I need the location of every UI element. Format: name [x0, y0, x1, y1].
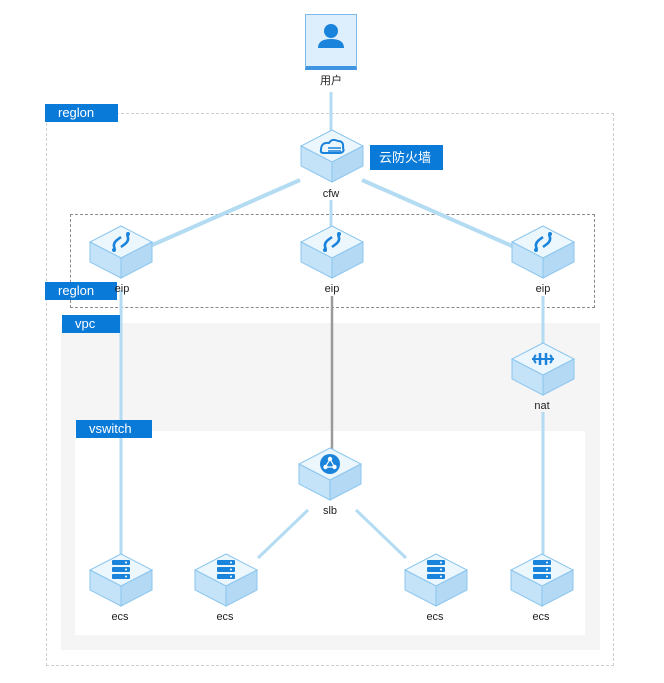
link-slb-ecs-left [256, 508, 310, 560]
region-tag-eip: reglon [45, 282, 117, 300]
vpc-tag: vpc [62, 315, 120, 333]
ecs-node-1[interactable] [88, 552, 154, 608]
eip-left-label: eip [114, 283, 130, 295]
nat-gateway-icon [532, 353, 554, 365]
cloud-firewall-icon [319, 138, 345, 154]
nat-label: nat [534, 400, 550, 412]
elastic-ip-icon [534, 232, 552, 252]
user-label: 用户 [320, 75, 342, 87]
eip-node-left[interactable] [88, 224, 154, 280]
server-icon [112, 560, 130, 579]
ecs-3-label: ecs [426, 611, 444, 623]
eip-right-label: eip [535, 283, 551, 295]
eip-mid-label: eip [324, 283, 340, 295]
link-cfw-eip-left [149, 178, 301, 248]
cfw-label: cfw [322, 188, 340, 200]
cfw-node[interactable] [299, 128, 365, 184]
nat-node[interactable] [510, 341, 576, 397]
server-icon [533, 560, 551, 579]
eip-node-right[interactable] [510, 224, 576, 280]
elastic-ip-icon [323, 232, 341, 252]
ecs-2-label: ecs [216, 611, 234, 623]
ecs-node-4[interactable] [509, 552, 575, 608]
region-tag: reglon [45, 104, 118, 122]
elastic-ip-icon [112, 232, 130, 252]
cloud-firewall-tag: 云防火墙 [370, 145, 443, 170]
slb-node[interactable] [297, 446, 363, 502]
slb-label: slb [322, 505, 338, 517]
link-cfw-eip-right [361, 178, 513, 248]
ecs-1-label: ecs [111, 611, 129, 623]
vswitch-tag: vswitch [76, 420, 152, 438]
user-icon [318, 24, 344, 48]
load-balancer-icon [320, 454, 340, 474]
link-slb-ecs-right [354, 508, 408, 560]
eip-node-mid[interactable] [299, 224, 365, 280]
ecs-node-3[interactable] [403, 552, 469, 608]
ecs-4-label: ecs [532, 611, 550, 623]
user-node[interactable] [305, 14, 357, 70]
ecs-node-2[interactable] [193, 552, 259, 608]
server-icon [217, 560, 235, 579]
server-icon [427, 560, 445, 579]
